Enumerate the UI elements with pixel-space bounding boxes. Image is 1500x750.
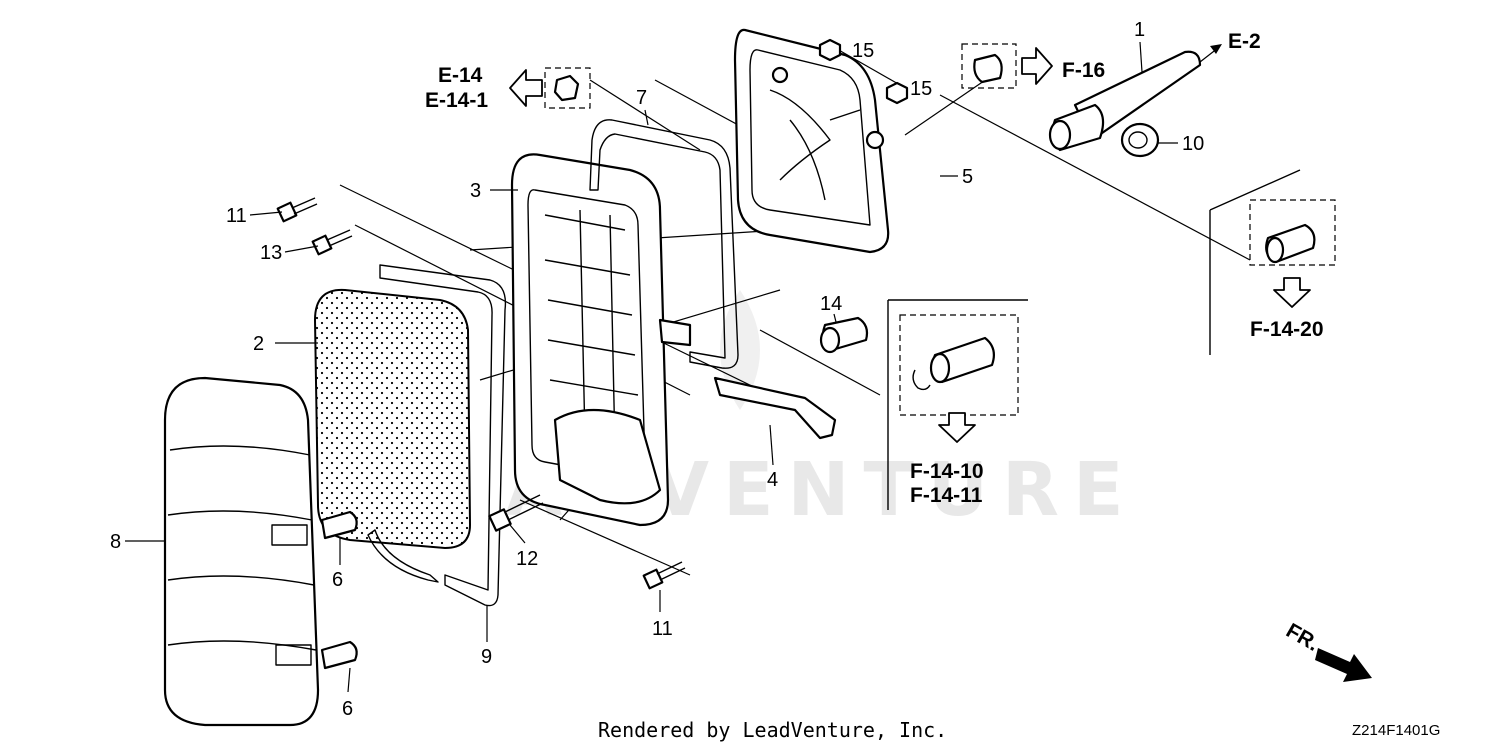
arrow-e2-icon xyxy=(1199,44,1222,63)
callout-12: 12 xyxy=(516,548,538,570)
inset-e14 xyxy=(544,67,591,109)
callout-15: 15 xyxy=(852,40,874,62)
nut-part-15-lower xyxy=(885,81,909,105)
ref-e14: E-14 xyxy=(438,64,483,87)
ref-f14-10: F-14-10 xyxy=(910,460,984,483)
callout-8: 8 xyxy=(110,531,121,553)
callout-13: 13 xyxy=(260,242,282,264)
inset-f16 xyxy=(961,43,1017,89)
callout-labels: 1 2 3 4 5 6 6 7 8 9 10 11 11 12 13 14 15… xyxy=(110,19,1204,720)
tube-part-1 xyxy=(1048,50,1202,152)
callout-15: 15 xyxy=(910,78,932,100)
gasket-part-9 xyxy=(367,264,507,607)
arrow-down-icon xyxy=(938,412,976,443)
ref-f14-20: F-14-20 xyxy=(1250,318,1324,341)
ref-f16: F-16 xyxy=(1062,59,1105,82)
reference-labels: E-14 E-14-1 F-16 E-2 F-14-20 F-14-10 F-1… xyxy=(425,30,1324,656)
callout-ticks xyxy=(125,41,1178,693)
callout-6: 6 xyxy=(342,698,353,720)
footer-credit: Rendered by LeadVenture, Inc. xyxy=(598,718,947,742)
stay-part-4 xyxy=(713,376,837,440)
inset-f14-10 xyxy=(887,299,1028,510)
callout-5: 5 xyxy=(962,166,973,188)
callout-10: 10 xyxy=(1182,133,1204,155)
ref-f14-11: F-14-11 xyxy=(910,484,983,507)
front-direction-icon xyxy=(1315,648,1372,682)
front-direction-label: FR. xyxy=(1282,619,1323,656)
collar-part-14 xyxy=(819,316,869,354)
bolt-part-12 xyxy=(488,494,544,532)
callout-3: 3 xyxy=(470,180,481,202)
clip-part-6-upper xyxy=(320,510,358,540)
back-plate-part-5 xyxy=(733,28,890,254)
inset-f14-20 xyxy=(1209,169,1336,355)
arrow-right-icon xyxy=(1021,47,1053,85)
arrow-down-icon xyxy=(1273,277,1311,308)
clip-part-6-lower xyxy=(320,640,358,670)
bolt-part-11-lower xyxy=(642,561,686,590)
callout-1: 1 xyxy=(1134,19,1145,41)
callout-4: 4 xyxy=(767,469,778,491)
case-part-3 xyxy=(510,153,692,527)
nut-part-15-upper xyxy=(818,38,842,62)
cover-part-8 xyxy=(163,376,320,727)
grommet-part-10 xyxy=(1120,122,1160,158)
callout-2: 2 xyxy=(253,333,264,355)
ref-e14-1: E-14-1 xyxy=(425,89,488,112)
arrow-left-icon xyxy=(509,69,543,107)
bolt-part-13 xyxy=(311,229,353,256)
callout-11: 11 xyxy=(226,205,247,227)
ref-e2: E-2 xyxy=(1228,30,1261,53)
callout-6: 6 xyxy=(332,569,343,591)
diagram-code: Z214F1401G xyxy=(1352,722,1440,739)
filter-element-part-2 xyxy=(313,288,472,550)
bolt-part-11-upper xyxy=(276,197,318,223)
callout-9: 9 xyxy=(481,646,492,668)
gasket-part-7 xyxy=(589,119,739,369)
callout-11: 11 xyxy=(652,618,673,640)
callout-14: 14 xyxy=(820,293,842,315)
callout-7: 7 xyxy=(636,87,647,109)
